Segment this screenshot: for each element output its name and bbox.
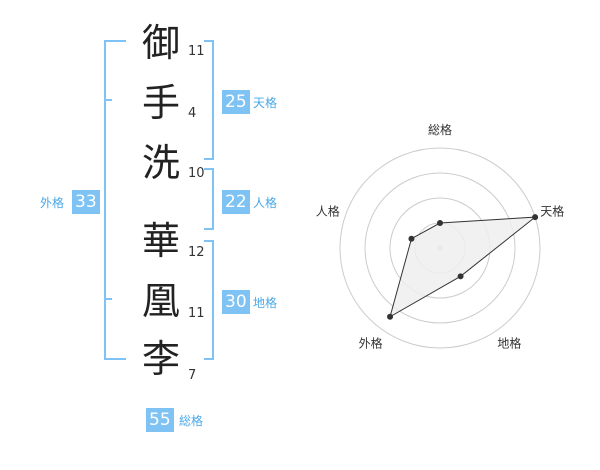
name-char-4: 華: [141, 219, 180, 263]
chikaku-bracket-top: [204, 240, 214, 242]
stroke-count-3: 10: [188, 166, 205, 181]
radar-ring: [364, 172, 516, 324]
name-char-5: 凰: [141, 279, 180, 323]
radar-point-3: [457, 273, 464, 280]
soukaku-score-badge: 55: [146, 408, 174, 432]
radar-axis-label-1: 総格: [428, 122, 452, 137]
gaikaku-bracket-vertical: [104, 40, 106, 360]
radar-axis-label-3: 地格: [497, 335, 521, 350]
gaikaku-bracket-top: [104, 40, 126, 42]
stroke-count-2: 4: [188, 106, 197, 121]
chikaku-score-badge: 30: [222, 290, 250, 314]
radar-axis-label-5: 人格: [316, 204, 340, 219]
gaikaku-bracket-bottom: [104, 358, 126, 360]
radar-point-1: [437, 220, 443, 226]
jinkaku-score-badge: 22: [222, 190, 250, 214]
name-char-1: 御: [141, 21, 180, 65]
chikaku-label: 地格: [253, 296, 278, 310]
radar-ring: [339, 147, 541, 349]
tenkaku-score-badge: 25: [222, 90, 250, 114]
bracket-tick: [104, 99, 112, 101]
tenkaku-bracket-bottom: [204, 158, 214, 160]
bracket-tick: [104, 298, 112, 300]
chikaku-bracket-bottom: [204, 358, 214, 360]
stroke-count-5: 11: [188, 306, 205, 321]
jinkaku-bracket-bottom: [204, 228, 214, 230]
jinkaku-bracket-top: [204, 168, 214, 170]
tenkaku-bracket-vertical: [212, 40, 214, 160]
name-char-2: 手: [141, 81, 180, 125]
stroke-count-1: 11: [188, 44, 205, 59]
radar-area: [389, 216, 537, 318]
gaikaku-score-badge: 33: [72, 190, 100, 214]
name-char-3: 洗: [141, 141, 180, 185]
jinkaku-bracket-vertical: [212, 168, 214, 230]
jinkaku-label: 人格: [253, 196, 278, 210]
tenkaku-label: 天格: [253, 96, 278, 110]
gaikaku-label: 外格: [40, 196, 65, 210]
stroke-count-6: 7: [188, 368, 197, 383]
soukaku-label: 総格: [179, 414, 204, 428]
radar-axis-label-2: 天格: [540, 204, 564, 219]
stroke-count-4: 12: [188, 245, 205, 260]
tenkaku-bracket-top: [204, 40, 214, 42]
name-char-6: 李: [141, 337, 180, 381]
radar-axis-label-4: 外格: [359, 335, 383, 350]
chikaku-bracket-vertical: [212, 240, 214, 360]
radar-point-5: [408, 235, 415, 242]
radar-point-4: [387, 313, 394, 320]
radar-point-2: [532, 214, 539, 221]
